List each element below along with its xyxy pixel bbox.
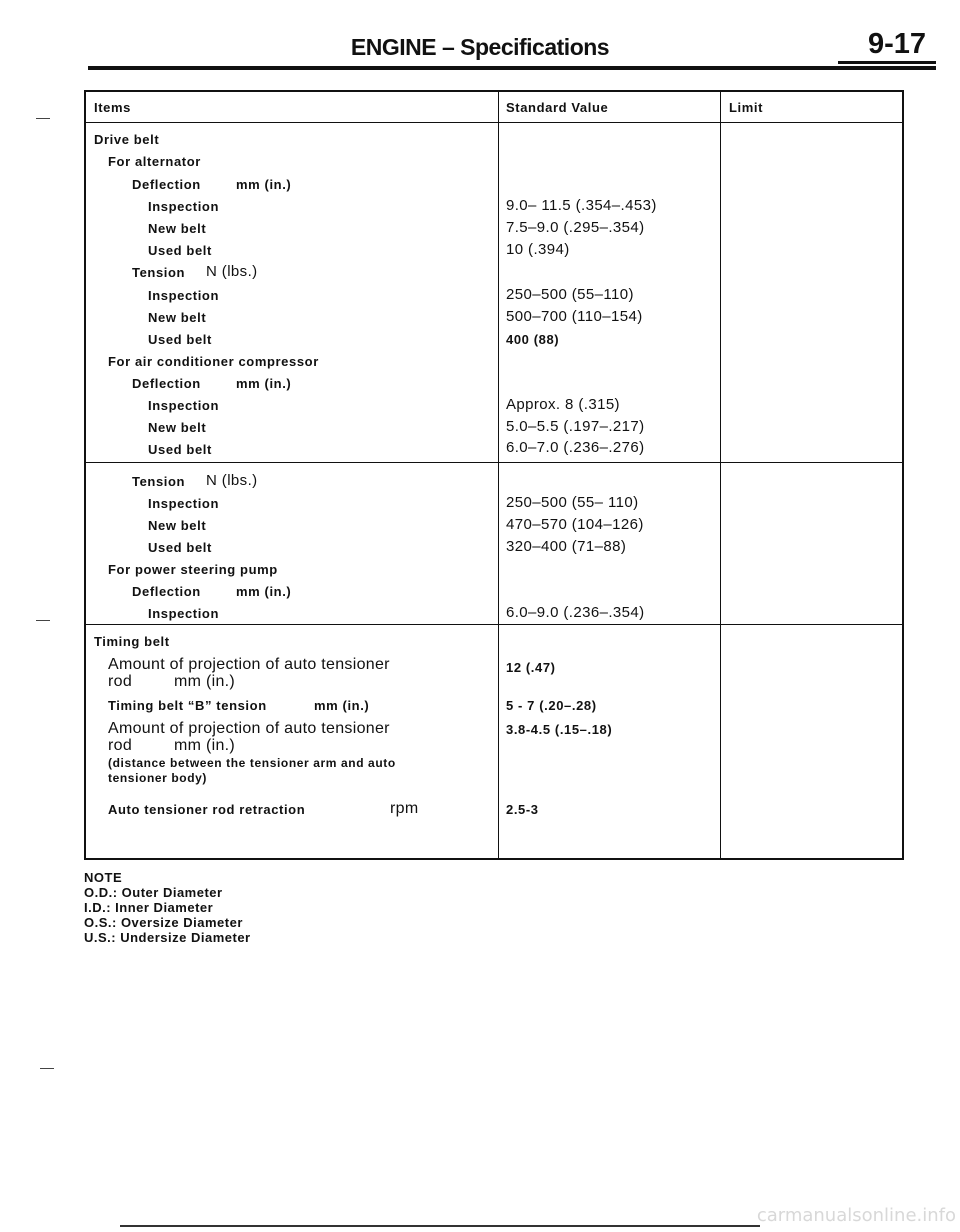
- row-label: Auto tensioner rod retraction: [108, 802, 306, 817]
- row-value: 2.5-3: [506, 802, 539, 817]
- row-label: Deflection: [132, 177, 201, 192]
- column-header-limit: Limit: [729, 100, 764, 115]
- margin-mark: [36, 118, 50, 119]
- row-label: Used belt: [148, 332, 212, 347]
- margin-mark: [40, 1068, 54, 1069]
- row-value: 250–500 (55–110): [506, 286, 634, 303]
- note-line: O.S.: Oversize Diameter: [84, 915, 243, 930]
- page-title: ENGINE – Specifications: [350, 34, 610, 60]
- row-label: Deflection: [132, 584, 201, 599]
- row-unit: rpm: [390, 800, 419, 817]
- row-label: For alternator: [108, 154, 201, 169]
- margin-mark: [36, 620, 50, 621]
- row-label: Inspection: [148, 288, 220, 303]
- watermark: carmanualsonline.info: [756, 1205, 956, 1226]
- row-value: 250–500 (55– 110): [506, 494, 639, 511]
- column-header-standard-value: Standard Value: [506, 100, 609, 115]
- row-label: (distance between the tensioner arm and …: [108, 756, 396, 785]
- row-label: Timing belt: [94, 634, 170, 649]
- row-value: 400 (88): [506, 332, 560, 347]
- row-unit: mm (in.): [174, 673, 236, 690]
- row-unit: N (lbs.): [206, 263, 258, 280]
- row-value: 5.0–5.5 (.197–.217): [506, 418, 645, 435]
- row-label: New belt: [148, 518, 207, 533]
- row-value: 12 (.47): [506, 660, 556, 675]
- row-value: 9.0– 11.5 (.354–.453): [506, 197, 657, 214]
- page-number: 9-17: [867, 28, 926, 60]
- row-label: Inspection: [148, 398, 220, 413]
- row-label: Used belt: [148, 540, 212, 555]
- spec-table: Items Standard Value Limit Drive belt Fo…: [84, 90, 904, 860]
- row-unit: mm (in.): [236, 584, 292, 599]
- row-value: Approx. 8 (.315): [506, 396, 620, 413]
- row-label: Tension: [132, 474, 186, 489]
- footer-rule: [120, 1225, 760, 1227]
- header-rule: [88, 66, 936, 70]
- column-divider: [720, 92, 721, 858]
- row-unit: mm (in.): [314, 698, 370, 713]
- note-line: U.S.: Undersize Diameter: [84, 930, 251, 945]
- column-header-items: Items: [94, 100, 131, 115]
- section-divider: [86, 624, 902, 625]
- row-label: Amount of projection of auto tensioner r…: [108, 656, 390, 690]
- row-unit: mm (in.): [236, 376, 292, 391]
- note-line: O.D.: Outer Diameter: [84, 885, 223, 900]
- row-label: Tension: [132, 265, 186, 280]
- row-value: 5 - 7 (.20–.28): [506, 698, 597, 713]
- row-label: Timing belt “B” tension: [108, 698, 267, 713]
- row-value: 10 (.394): [506, 241, 570, 258]
- row-value: 320–400 (71–88): [506, 538, 627, 555]
- row-label: For air conditioner compressor: [108, 354, 319, 369]
- row-label: Used belt: [148, 243, 212, 258]
- row-value: 6.0–7.0 (.236–.276): [506, 439, 645, 456]
- row-label: Drive belt: [94, 132, 160, 147]
- column-divider: [498, 92, 499, 858]
- row-label: New belt: [148, 310, 207, 325]
- row-label: New belt: [148, 221, 207, 236]
- row-label: For power steering pump: [108, 562, 278, 577]
- row-value: 500–700 (110–154): [506, 308, 643, 325]
- section-divider: [86, 462, 902, 463]
- note-heading: NOTE: [84, 870, 123, 885]
- row-value: 470–570 (104–126): [506, 516, 644, 533]
- row-label: Inspection: [148, 496, 220, 511]
- row-value: 3.8-4.5 (.15–.18): [506, 722, 613, 737]
- header-rule-accent: [838, 61, 936, 64]
- row-unit: mm (in.): [236, 177, 292, 192]
- row-value: 7.5–9.0 (.295–.354): [506, 219, 645, 236]
- row-unit: mm (in.): [174, 737, 236, 754]
- row-label: Deflection: [132, 376, 201, 391]
- row-value: 6.0–9.0 (.236–.354): [506, 604, 645, 621]
- row-label: Used belt: [148, 442, 212, 457]
- header-row-divider: [86, 122, 902, 123]
- row-label: Inspection: [148, 606, 220, 621]
- row-label: Amount of projection of auto tensioner r…: [108, 720, 390, 754]
- row-label: Inspection: [148, 199, 220, 214]
- note-line: I.D.: Inner Diameter: [84, 900, 214, 915]
- row-unit: N (lbs.): [206, 472, 258, 489]
- row-label: New belt: [148, 420, 207, 435]
